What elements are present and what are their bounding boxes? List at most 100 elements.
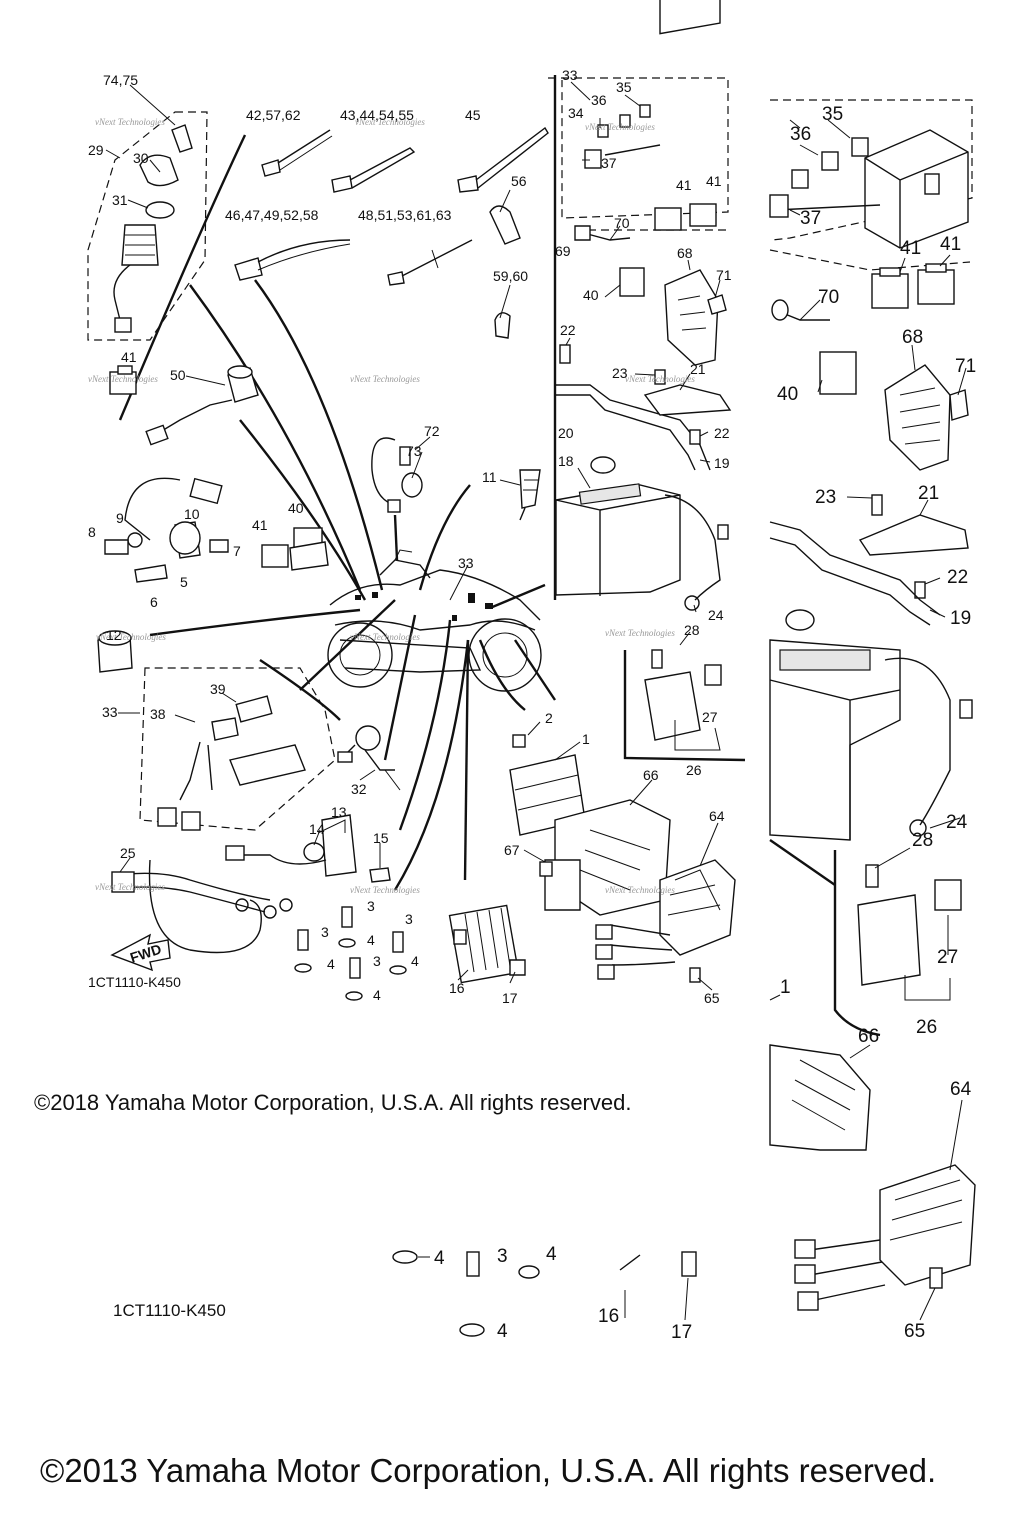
part-label: 27	[702, 709, 718, 725]
part-label: 40	[288, 500, 304, 516]
part-label: 3	[405, 911, 413, 927]
part-label: 13	[331, 804, 347, 820]
harness-38-39	[157, 695, 306, 831]
enlarged-bottom-parts	[392, 1250, 697, 1337]
watermark: vNext Technologies	[96, 632, 166, 642]
part-label: 10	[184, 506, 200, 522]
enlarged-fuse-box	[769, 129, 969, 249]
part-label: 70	[614, 215, 630, 231]
part-label: 41	[900, 238, 921, 259]
part-label: 24	[946, 812, 968, 833]
part-label: 25	[120, 845, 136, 861]
part-label: 22	[560, 322, 576, 338]
enlarged-relays-41	[871, 263, 955, 309]
part-label: 40	[777, 384, 798, 405]
enlarged-part-labels: 35 36 37 41 41 70 68 40 71 23 21 22 19 2…	[434, 104, 976, 1343]
part-label: 65	[704, 990, 720, 1006]
part-label: 29	[88, 142, 104, 158]
part-label: 4	[434, 1248, 445, 1269]
part-label: 32	[351, 781, 367, 797]
watermarks: vNext Technologies vNext Technologies vN…	[88, 117, 695, 895]
part-label: 19	[950, 608, 971, 629]
copyright-2018: ©2018 Yamaha Motor Corporation, U.S.A. A…	[34, 1090, 632, 1115]
part-label: 23	[815, 487, 836, 508]
part-label: 46,47,49,52,58	[225, 207, 319, 223]
part-label: 35	[616, 79, 632, 95]
part-label: 56	[511, 173, 527, 189]
part-label: 40	[583, 287, 599, 303]
part-label: 19	[714, 455, 730, 471]
rectifier-16	[448, 904, 526, 984]
part-label: 41	[676, 177, 692, 193]
part-label: 41	[940, 234, 961, 255]
part-label: 1	[780, 977, 791, 998]
part-label: 34	[568, 105, 584, 121]
relays-41-top	[654, 203, 717, 231]
part-label: 9	[116, 510, 124, 526]
part-label: 48,51,53,61,63	[358, 207, 452, 223]
part-label: 71	[955, 356, 976, 377]
part-label: 7	[233, 543, 241, 559]
enlarged-relay-28-27	[857, 864, 962, 986]
part-label: 4	[327, 956, 335, 972]
part-label: 43,44,54,55	[340, 107, 414, 123]
cable-24	[664, 494, 729, 611]
part-label: 12	[106, 627, 122, 643]
part-label: 22	[947, 567, 968, 588]
part-label: 50	[170, 367, 186, 383]
part-label: 22	[714, 425, 730, 441]
part-label: 6	[150, 594, 158, 610]
part-label: 16	[449, 980, 465, 996]
copyright-2013: ©2013 Yamaha Motor Corporation, U.S.A. A…	[40, 1452, 937, 1489]
fwd-arrow: FWD	[110, 933, 171, 972]
part-label: 17	[671, 1322, 692, 1343]
enlarged-bracket-19-21	[769, 494, 969, 631]
left-relay-41a	[109, 365, 137, 395]
watermark: vNext Technologies	[355, 117, 425, 127]
part-label: 70	[818, 287, 839, 308]
part-label: 16	[598, 1306, 619, 1327]
part-label: 17	[502, 990, 518, 1006]
battery-18	[555, 456, 681, 596]
watermark: vNext Technologies	[625, 374, 695, 384]
part-label: 67	[504, 842, 520, 858]
part-label: 23	[612, 365, 628, 381]
sensor-72-73	[371, 437, 423, 513]
watermark: vNext Technologies	[95, 117, 165, 127]
enlarged-battery	[769, 639, 973, 841]
part-label: 66	[858, 1026, 879, 1047]
part-label: 26	[686, 762, 702, 778]
enlarged-bracket-66-regulator-64	[769, 1044, 976, 1311]
part-label: 68	[677, 245, 693, 261]
drawing-code: 1CT1110-K450	[88, 974, 181, 990]
part-label: 11	[482, 469, 497, 485]
part-label: 4	[411, 953, 419, 969]
bracket-66	[544, 799, 671, 916]
part-label: 3	[321, 924, 329, 940]
part-label: 18	[558, 453, 574, 469]
watermark: vNext Technologies	[350, 885, 420, 895]
part-label: 36	[790, 124, 811, 145]
part-label: 66	[643, 767, 659, 783]
leader-lines	[105, 81, 967, 1321]
part-label: 21	[690, 361, 706, 377]
sensor-32	[337, 725, 401, 791]
part-label: 15	[373, 830, 389, 846]
bracket-19-21	[555, 344, 732, 471]
part-label: 5	[180, 574, 188, 590]
fuel-sender-assembly	[104, 477, 229, 583]
part-label: 37	[800, 208, 821, 229]
dashed-group-boxes	[87, 77, 973, 831]
part-label: 35	[822, 104, 843, 125]
socket-50	[145, 365, 259, 446]
enlarged-bracket-68	[771, 299, 969, 471]
part-label: 36	[591, 92, 607, 108]
part-label: 72	[424, 423, 440, 439]
part-label: 37	[601, 155, 617, 171]
part-label: 3	[367, 898, 375, 914]
part-label: 39	[210, 681, 226, 697]
part-label: 41	[706, 173, 722, 189]
part-label: 21	[918, 483, 939, 504]
part-label: 33	[458, 555, 474, 571]
part-label: 4	[373, 987, 381, 1003]
